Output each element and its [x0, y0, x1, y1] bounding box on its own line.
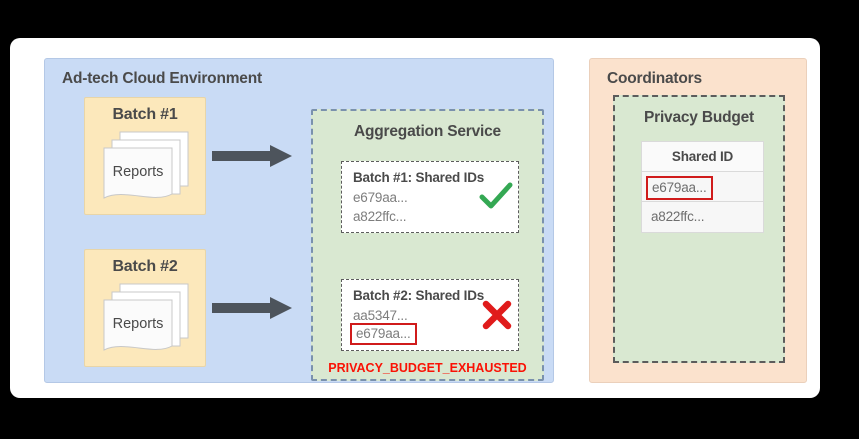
reports-stack-icon-2: Reports — [102, 282, 194, 358]
table-header-row: Shared ID — [642, 142, 763, 172]
batch-1-card-title: Batch #1: Shared IDs — [353, 170, 485, 185]
column-header-shared-id: Shared ID — [671, 149, 734, 164]
batch-2-box: Batch #2 Reports — [84, 249, 206, 367]
table-row: a822ffc... — [642, 202, 763, 232]
coordinators-title: Coordinators — [607, 70, 702, 87]
diagram-canvas: Ad-tech Cloud Environment Batch #1 Repor… — [10, 38, 820, 398]
shared-id-cell-flagged: e679aa... — [646, 176, 713, 200]
reports-stack-icon-1: Reports — [102, 130, 194, 206]
batch-2-card-title: Batch #2: Shared IDs — [353, 288, 485, 303]
cross-icon — [481, 300, 513, 335]
ad-tech-cloud-environment-panel: Ad-tech Cloud Environment Batch #1 Repor… — [44, 58, 554, 383]
check-icon — [479, 182, 513, 217]
batch-2-flagged-id: e679aa... — [350, 323, 417, 345]
arrow-right-icon-2 — [212, 297, 292, 319]
privacy-budget-panel: Privacy Budget Shared ID e679aa... a822f… — [613, 95, 785, 363]
aggregation-service-title: Aggregation Service — [354, 123, 501, 140]
reports-label-2: Reports — [113, 316, 164, 332]
batch-1-id-1: a822ffc... — [353, 209, 407, 224]
aggregation-service-panel: Aggregation Service Batch #1: Shared IDs… — [311, 109, 544, 381]
coordinators-panel: Coordinators Privacy Budget Shared ID e6… — [589, 58, 807, 383]
privacy-budget-title: Privacy Budget — [643, 109, 755, 126]
batch-2-shared-ids-card: Batch #2: Shared IDs aa5347... e679aa... — [341, 279, 519, 351]
cloud-environment-title: Ad-tech Cloud Environment — [62, 70, 262, 87]
shared-id-cell: a822ffc... — [651, 209, 705, 224]
batch-2-title: Batch #2 — [112, 258, 178, 275]
shared-id-table: Shared ID e679aa... a822ffc... — [641, 141, 764, 233]
batch-1-shared-ids-card: Batch #1: Shared IDs e679aa... a822ffc..… — [341, 161, 519, 233]
table-row: e679aa... — [642, 172, 763, 202]
reports-label-1: Reports — [113, 164, 164, 180]
batch-1-id-0: e679aa... — [353, 190, 408, 205]
batch-1-box: Batch #1 Reports — [84, 97, 206, 215]
batch-1-title: Batch #1 — [112, 106, 178, 123]
batch-2-id-0: aa5347... — [353, 308, 408, 323]
arrow-right-icon-1 — [212, 145, 292, 167]
privacy-budget-exhausted-error: PRIVACY_BUDGET_EXHAUSTED — [328, 361, 527, 375]
